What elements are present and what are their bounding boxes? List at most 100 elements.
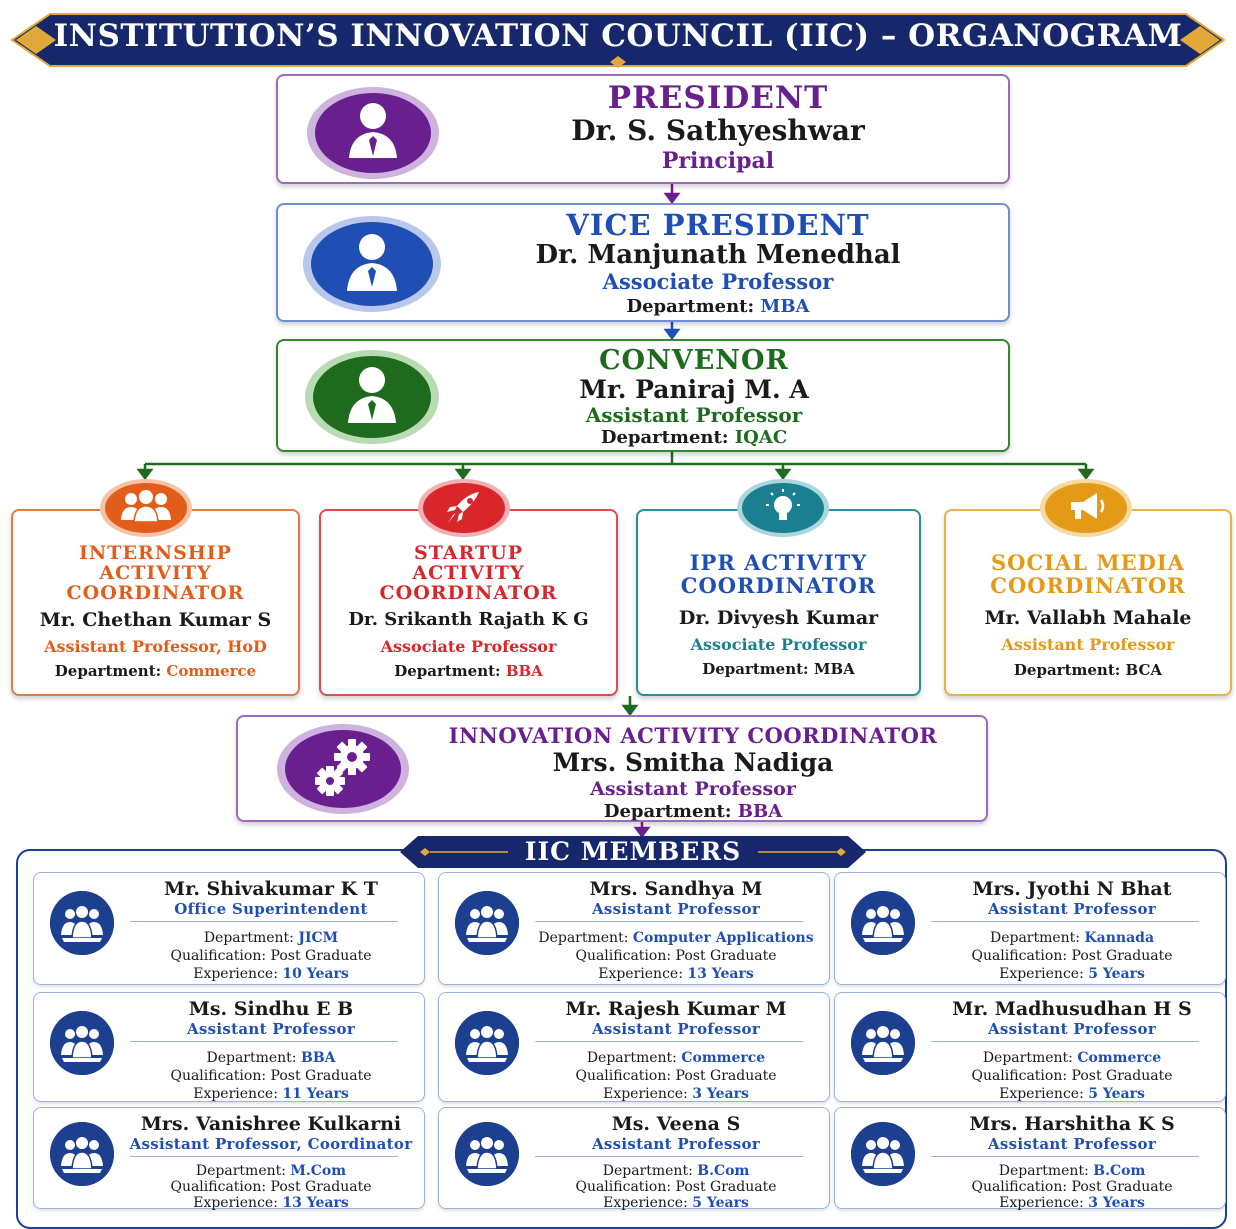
coordinator-department: Department: Commerce <box>13 659 298 683</box>
department-value: MBA <box>760 296 810 317</box>
member-name: Mr. Shivakumar K T <box>164 878 378 900</box>
coordinator-role-line: ACTIVITY <box>412 562 525 584</box>
member-name: Mr. Rajesh Kumar M <box>565 998 787 1020</box>
president-designation: Principal <box>661 148 775 174</box>
divider <box>130 1156 398 1157</box>
member-department: Department: B.Com <box>927 1162 1217 1180</box>
coordinator-name: Mr. Vallabh Mahale <box>984 607 1192 629</box>
coordinator-role-line: IPR ACTIVITY <box>689 550 868 575</box>
member-experience: Experience: 5 Years <box>927 1085 1217 1103</box>
department-value: B.Com <box>1093 1163 1146 1179</box>
member-name: Mrs. Harshitha K S <box>969 1113 1175 1135</box>
group-icon <box>50 1122 114 1186</box>
group-icon <box>851 1122 915 1186</box>
vice-president-role: VICE PRESIDENT <box>566 208 870 242</box>
department-label: Department: <box>602 1163 693 1179</box>
department-value: IQAC <box>734 427 788 448</box>
innovation-coordinator-role: INNOVATION ACTIVITY COORDINATOR <box>448 723 938 748</box>
group-icon <box>50 1011 114 1075</box>
coordinator-designation: Associate Professor <box>380 637 557 656</box>
coordinator-name: Dr. Divyesh Kumar <box>678 607 879 629</box>
qualification-value: Post Graduate <box>1071 1068 1173 1084</box>
member-department: Department: M.Com <box>126 1162 416 1180</box>
convenor-card: CONVENOR Mr. Paniraj M. A Assistant Prof… <box>276 339 1010 452</box>
megaphone-icon <box>1039 478 1133 538</box>
member-experience: Experience: 5 Years <box>927 965 1217 983</box>
qualification-value: Post Graduate <box>270 1179 372 1195</box>
department-label: Department: <box>989 930 1081 946</box>
member-designation: Assistant Professor <box>591 1135 761 1153</box>
member-name: Mrs. Jyothi N Bhat <box>972 878 1172 900</box>
department-label: Department: <box>206 1050 297 1066</box>
qualification-value: Post Graduate <box>1071 1179 1173 1195</box>
divider <box>535 1156 803 1157</box>
member-department: Department: BBA <box>126 1049 416 1067</box>
group-icon <box>455 1122 519 1186</box>
person-tie-icon <box>306 86 440 180</box>
divider <box>931 1041 1199 1042</box>
group-icon <box>851 891 915 955</box>
member-designation: Assistant Professor <box>987 900 1157 918</box>
qualification-label: Qualification: <box>971 1068 1068 1084</box>
startup-coordinator-card: STARTUP ACTIVITY COORDINATOR Dr. Srikant… <box>319 509 618 696</box>
person-tie-icon <box>302 215 442 313</box>
experience-label: Experience: <box>193 1195 278 1211</box>
department-value: M.Com <box>290 1163 347 1179</box>
department-label: Department: <box>586 1050 677 1066</box>
experience-value: 5 Years <box>1088 966 1145 982</box>
department-value: BBA <box>505 662 543 680</box>
innovation-coordinator-name: Mrs. Smitha Nadiga <box>552 748 834 777</box>
member-experience: Experience: 5 Years <box>531 1194 821 1212</box>
convenor-department: Department: IQAC <box>494 427 894 449</box>
department-label: Department: <box>626 296 755 317</box>
department-label: Department: <box>203 930 294 946</box>
member-designation: Assistant Professor <box>987 1135 1157 1153</box>
department-label: Department: <box>603 801 732 822</box>
group-icon <box>455 1011 519 1075</box>
member-designation: Office Superintendent <box>174 900 368 918</box>
department-value: BBA <box>737 801 783 822</box>
gears-icon <box>276 723 410 815</box>
member-department: Department: Commerce <box>927 1049 1217 1067</box>
member-qualification: Qualification: Post Graduate <box>126 1178 416 1196</box>
qualification-value: Post Graduate <box>270 1068 372 1084</box>
coordinator-designation: Assistant Professor <box>1001 635 1175 654</box>
member-name: Ms. Sindhu E B <box>188 998 354 1020</box>
member-department: Department: Kannada <box>927 929 1217 947</box>
group-icon <box>455 891 519 955</box>
member-experience: Experience: 13 Years <box>126 1194 416 1212</box>
experience-label: Experience: <box>193 1086 278 1102</box>
member-qualification: Qualification: Post Graduate <box>531 1178 821 1196</box>
coordinator-name: Dr. Srikanth Rajath K G <box>348 609 589 630</box>
experience-label: Experience: <box>603 1195 688 1211</box>
member-department: Department: JICM <box>126 929 416 947</box>
members-banner <box>400 836 866 868</box>
member-name: Mr. Madhusudhan H S <box>952 998 1192 1020</box>
coordinator-role-line: STARTUP <box>413 542 523 564</box>
experience-label: Experience: <box>999 1195 1084 1211</box>
member-experience: Experience: 3 Years <box>927 1194 1217 1212</box>
department-value: JICM <box>298 930 339 946</box>
rocket-icon <box>417 478 511 538</box>
experience-value: 3 Years <box>692 1086 749 1102</box>
department-label: Department: <box>998 1163 1089 1179</box>
members-title: IIC MEMBERS <box>524 837 742 866</box>
member-designation: Assistant Professor <box>987 1020 1157 1038</box>
department-label: Department: <box>1013 661 1121 679</box>
member-qualification: Qualification: Post Graduate <box>531 1067 821 1085</box>
member-department: Department: Commerce <box>531 1049 821 1067</box>
member-qualification: Qualification: Post Graduate <box>927 1067 1217 1085</box>
member-qualification: Qualification: Post Graduate <box>927 947 1217 965</box>
innovation-coordinator-card: INNOVATION ACTIVITY COORDINATOR Mrs. Smi… <box>236 715 988 822</box>
coordinator-role-line: COORDINATOR <box>66 582 245 604</box>
member-experience: Experience: 3 Years <box>531 1085 821 1103</box>
experience-value: 13 Years <box>282 1195 349 1211</box>
department-label: Department: <box>195 1163 286 1179</box>
convenor-role: CONVENOR <box>599 345 789 376</box>
president-card: PRESIDENT Dr. S. Sathyeshwar Principal <box>276 74 1010 184</box>
member-experience: Experience: 13 Years <box>531 965 821 983</box>
